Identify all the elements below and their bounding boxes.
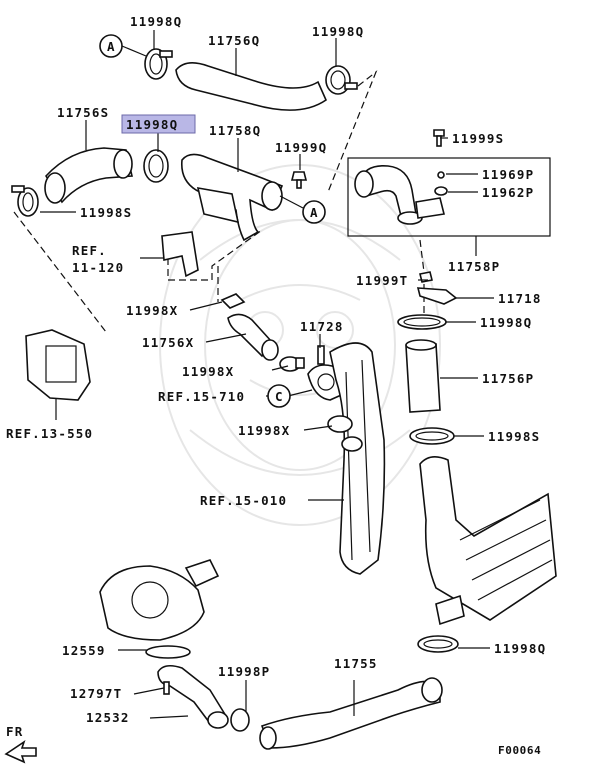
callout-a-top: A bbox=[99, 34, 147, 58]
label-ref-11-120-line1[interactable]: REF. bbox=[72, 243, 107, 258]
label-hose-11756x[interactable]: 11756X bbox=[142, 335, 194, 350]
clamp-11998x-lower bbox=[327, 415, 363, 452]
pipe-11758p-group-box bbox=[347, 157, 551, 237]
label-ref-11-120-line2[interactable]: 11-120 bbox=[72, 260, 124, 275]
callout-a-mid: A bbox=[279, 195, 326, 224]
label-nut-11969p[interactable]: 11969P bbox=[482, 167, 534, 182]
bolt-11999q bbox=[290, 171, 308, 189]
label-clamp-11998q-bottom[interactable]: 11998Q bbox=[494, 641, 546, 656]
label-hose-11756s[interactable]: 11756S bbox=[57, 105, 109, 120]
label-clamp-11998x-mid[interactable]: 11998X bbox=[182, 364, 234, 379]
intercooler-assembly bbox=[419, 456, 557, 626]
label-clamp-11998p[interactable]: 11998P bbox=[218, 664, 270, 679]
nut-11969p bbox=[437, 171, 445, 179]
label-clamp-11998q-right[interactable]: 11998Q bbox=[480, 315, 532, 330]
figure-code: F00064 bbox=[498, 744, 541, 757]
turbocharger bbox=[99, 559, 220, 641]
clamp-11998q-right bbox=[397, 314, 447, 330]
label-ref-15-710[interactable]: REF.15-710 bbox=[158, 389, 245, 404]
clamp-11998q-highlighted bbox=[143, 149, 169, 183]
label-front: FR bbox=[6, 724, 23, 739]
label-stud-12797t[interactable]: 12797T bbox=[70, 686, 122, 701]
label-gasket-12559[interactable]: 12559 bbox=[62, 643, 106, 658]
part-labels: 11998Q 11756Q 11998Q 11756S 11998Q 11758… bbox=[6, 14, 546, 757]
label-bracket-11718[interactable]: 11718 bbox=[498, 291, 542, 306]
selected-part-highlight bbox=[121, 114, 196, 134]
hose-11756s bbox=[44, 147, 133, 204]
clamp-11998q-top-right bbox=[325, 65, 358, 95]
clamp-11998x-upper bbox=[220, 293, 246, 309]
clamp-11998s-right bbox=[409, 427, 455, 445]
pipe-11758q bbox=[180, 153, 284, 242]
hose-11756p bbox=[405, 339, 441, 413]
label-clamp-11998q-top[interactable]: 11998Q bbox=[130, 14, 182, 29]
label-clamp-11998x-lower[interactable]: 11998X bbox=[238, 423, 290, 438]
washer-11962p bbox=[434, 186, 448, 196]
elbow-12532 bbox=[157, 664, 229, 729]
label-clamp-11998q-highlighted[interactable]: 11998Q bbox=[126, 117, 178, 132]
hose-11756q bbox=[175, 62, 328, 111]
label-hose-11756q[interactable]: 11756Q bbox=[208, 33, 260, 48]
gasket-12559 bbox=[145, 645, 191, 659]
ref-13-550-component bbox=[25, 329, 91, 401]
label-pipe-11758p[interactable]: 11758P bbox=[448, 259, 500, 274]
label-washer-11962p[interactable]: 11962P bbox=[482, 185, 534, 200]
label-clamp-11998s-left[interactable]: 11998S bbox=[80, 205, 132, 220]
clamp-11998p bbox=[230, 708, 250, 732]
callout-a-mid-label: A bbox=[310, 205, 319, 220]
label-pipe-11758q[interactable]: 11758Q bbox=[209, 123, 261, 138]
leader-lines bbox=[40, 30, 494, 719]
label-clamp-11998s-right[interactable]: 11998S bbox=[488, 429, 540, 444]
callout-c-label: C bbox=[275, 389, 284, 404]
label-elbow-12532[interactable]: 12532 bbox=[86, 710, 130, 725]
hose-11755 bbox=[259, 677, 443, 750]
callout-a-top-label: A bbox=[107, 39, 116, 54]
label-ref-13-550[interactable]: REF.13-550 bbox=[6, 426, 93, 441]
label-hose-11755[interactable]: 11755 bbox=[334, 656, 378, 671]
clamp-11998q-top bbox=[144, 48, 173, 80]
hose-11756x bbox=[227, 313, 279, 361]
label-bolt-11999s[interactable]: 11999S bbox=[452, 131, 504, 146]
bolt-11999s bbox=[433, 129, 445, 147]
clamp-11998q-bottom bbox=[417, 635, 459, 653]
stud-12797t bbox=[163, 681, 170, 695]
label-ref-15-010[interactable]: REF.15-010 bbox=[200, 493, 287, 508]
callout-c: C bbox=[267, 384, 291, 408]
intercooler-pipe-ref-15-010 bbox=[329, 342, 386, 575]
label-clamp-11998x-upper[interactable]: 11998X bbox=[126, 303, 178, 318]
bracket-11718 bbox=[416, 287, 458, 305]
label-bolt-11999q[interactable]: 11999Q bbox=[275, 140, 327, 155]
ref-11-120-outline bbox=[167, 229, 263, 281]
clamp-11998x-mid bbox=[279, 356, 305, 372]
label-valve-11728[interactable]: 11728 bbox=[300, 319, 344, 334]
label-clamp-11998q-top-right[interactable]: 11998Q bbox=[312, 24, 364, 39]
clamp-11998s-left bbox=[11, 185, 39, 217]
front-arrow-icon bbox=[4, 740, 37, 764]
label-bolt-11999t[interactable]: 11999T bbox=[356, 273, 408, 288]
ref-11-120-bracket bbox=[161, 231, 199, 278]
pipe-11758p bbox=[354, 164, 445, 225]
label-hose-11756p[interactable]: 11756P bbox=[482, 371, 534, 386]
